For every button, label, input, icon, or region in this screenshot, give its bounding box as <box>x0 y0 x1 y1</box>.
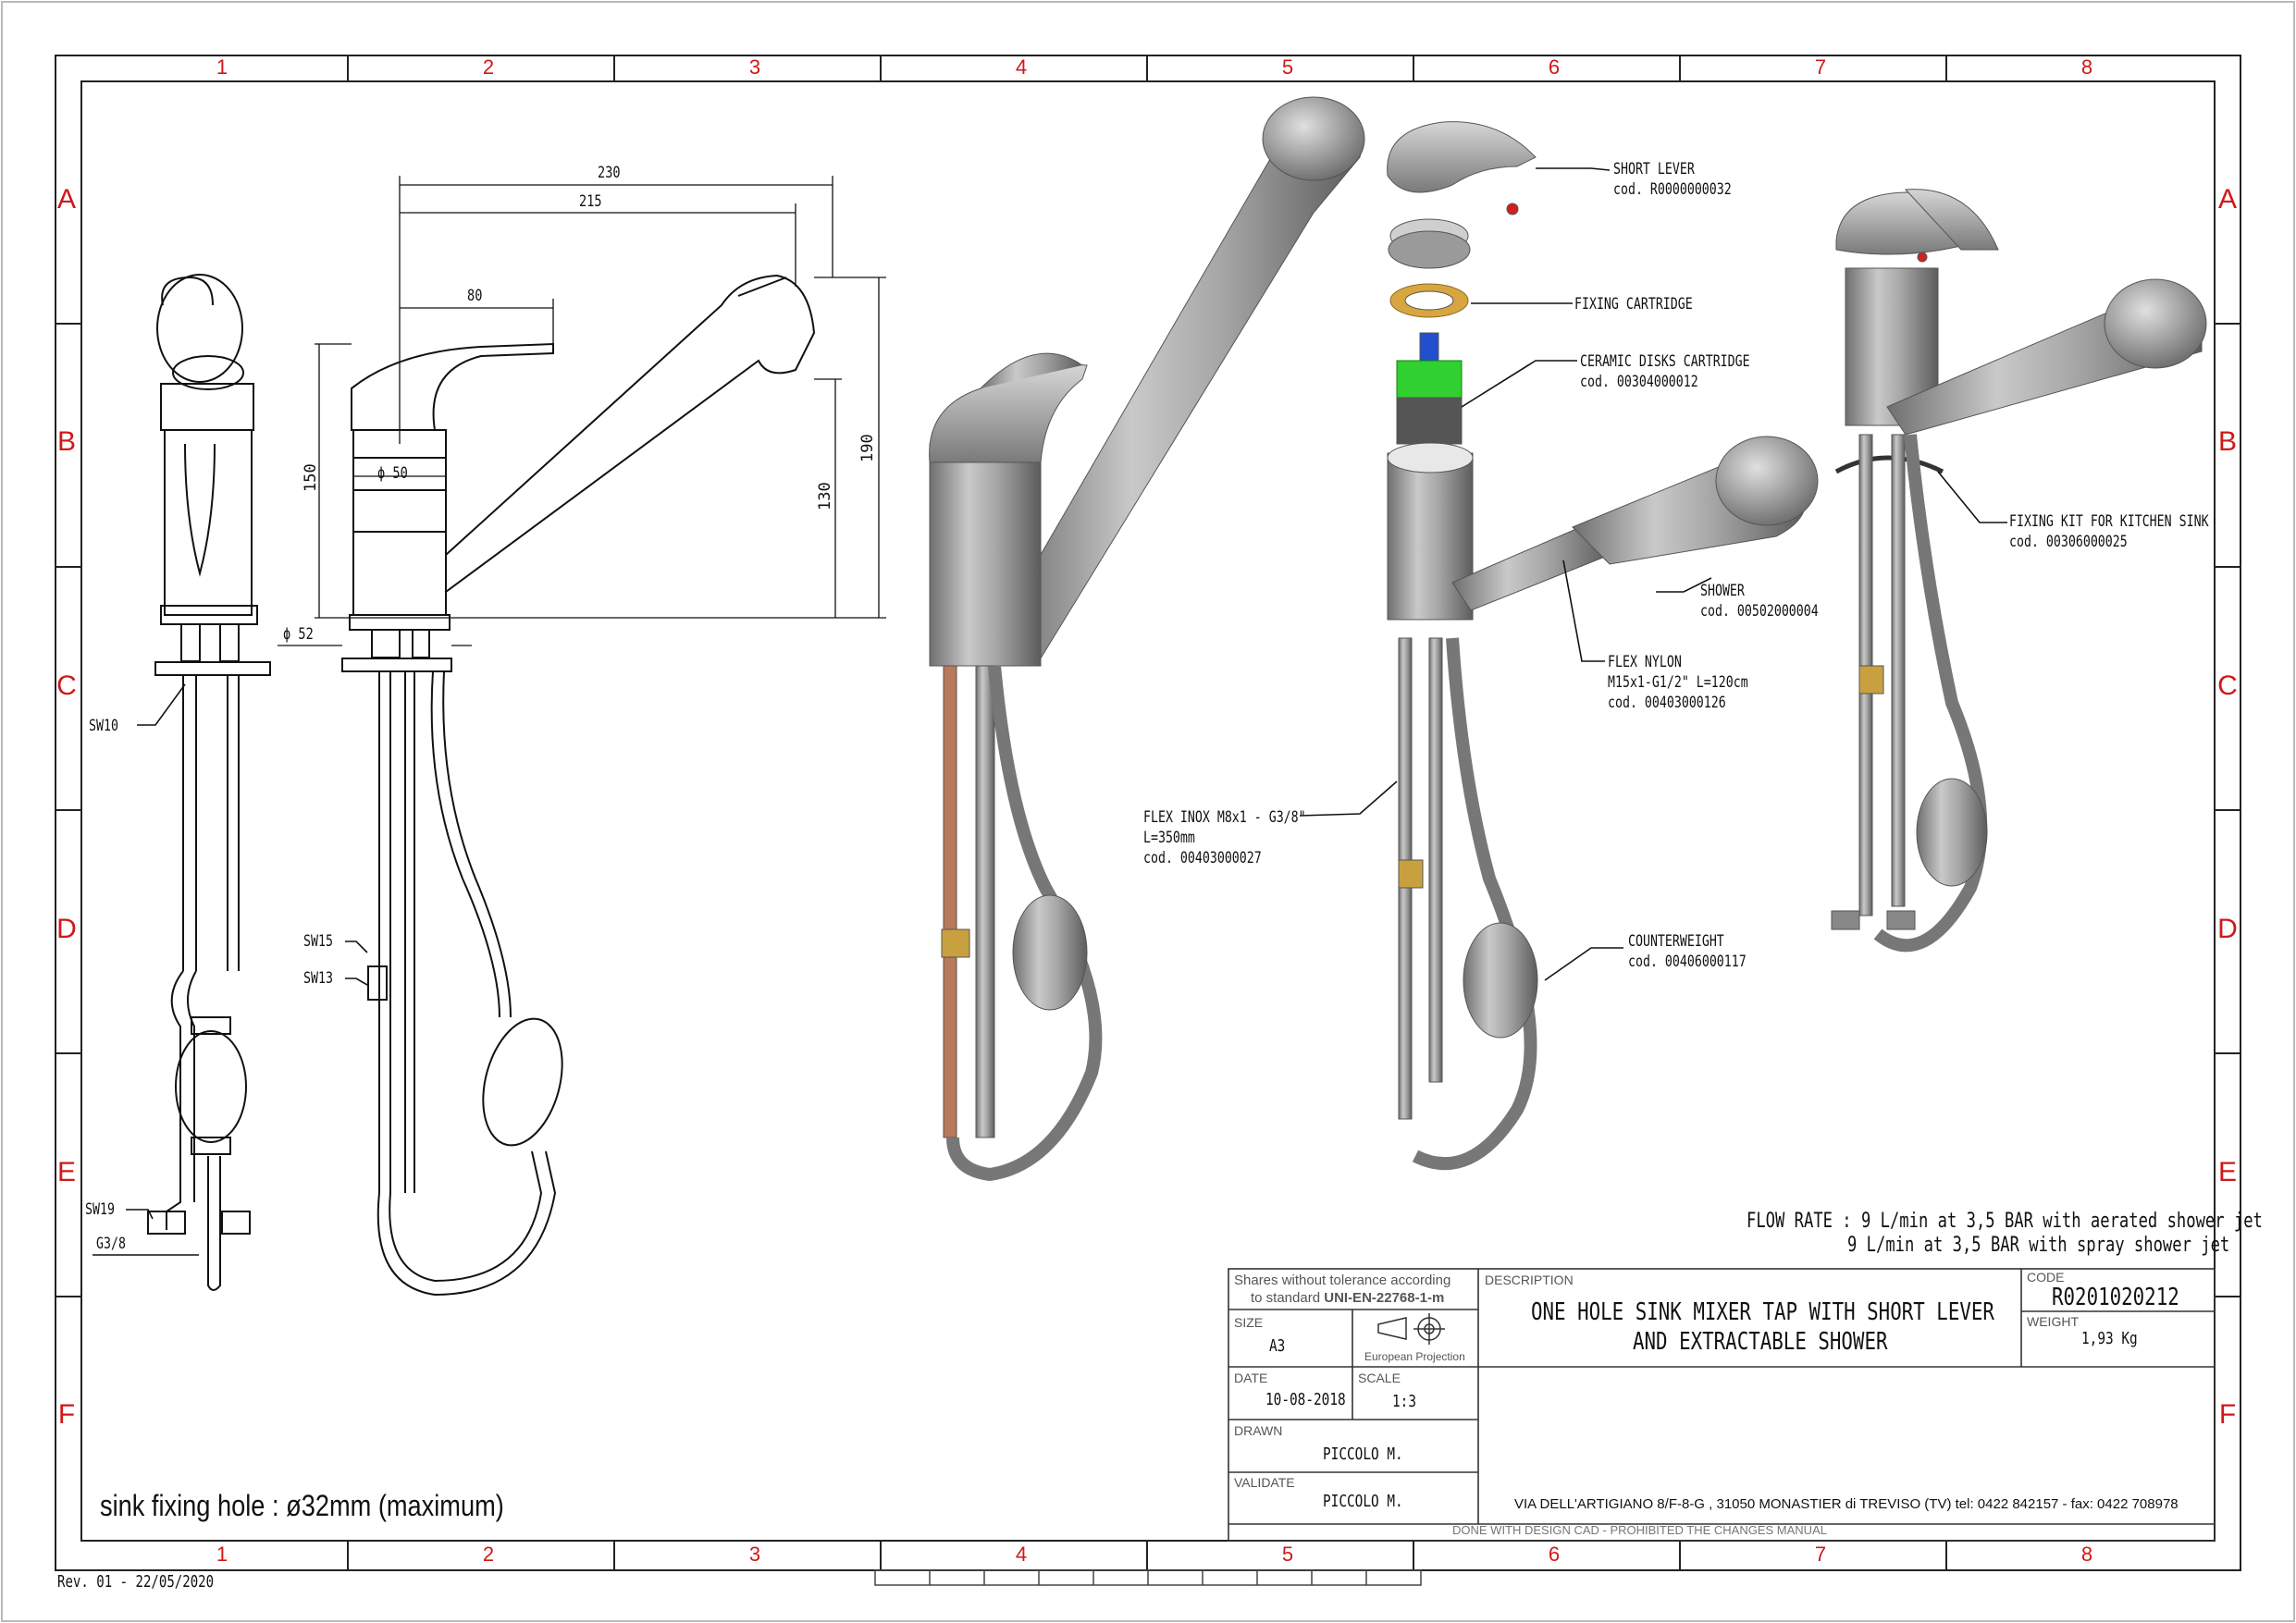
tolerance-standard: UNI-EN-22768-1-m <box>1324 1290 1445 1306</box>
grid-row-d: D <box>2217 914 2238 944</box>
projection-label: European Projection <box>1364 1350 1465 1363</box>
grid-row-f: F <box>57 1399 76 1430</box>
thread-label-g38: G3/8 <box>96 1235 126 1253</box>
date-label: DATE <box>1234 1371 1268 1385</box>
size-label: SIZE <box>1234 1315 1264 1330</box>
dimension-215: 215 <box>579 192 602 211</box>
title-block-footer: DONE WITH DESIGN CAD - PROHIBITED THE CH… <box>1452 1523 1827 1537</box>
description-label: DESCRIPTION <box>1485 1273 1574 1287</box>
leader-lines <box>93 167 2007 1256</box>
render-exploded-view <box>1387 121 1819 1171</box>
grid-col-1: 1 <box>216 1543 228 1566</box>
scale-value: 1:3 <box>1392 1392 1417 1411</box>
grid-row-f: F <box>2218 1399 2237 1430</box>
wrench-label-sw10: SW10 <box>89 717 118 735</box>
dimension-130: 130 <box>816 482 834 510</box>
grid-row-e: E <box>56 1157 77 1187</box>
code-value: R0201020212 <box>2052 1284 2179 1311</box>
size-value: A3 <box>1269 1336 1286 1356</box>
front-view-drawing <box>147 274 271 1291</box>
grid-col-4: 4 <box>1015 55 1028 79</box>
description-line-1: ONE HOLE SINK MIXER TAP WITH SHORT LEVER <box>1531 1298 1994 1326</box>
sink-fixing-note: sink fixing hole : ø32mm (maximum) <box>100 1489 504 1522</box>
grid-col-7: 7 <box>1814 1543 1827 1566</box>
grid-col-6: 6 <box>1548 1543 1561 1566</box>
wrench-label-sw19: SW19 <box>85 1200 115 1219</box>
dimension-80: 80 <box>467 287 483 305</box>
grid-col-6: 6 <box>1548 55 1561 79</box>
revision-label: Rev. 01 - 22/05/2020 <box>57 1572 215 1592</box>
tolerance-note-line-1: Shares without tolerance according <box>1234 1273 1451 1288</box>
wrench-label-sw15: SW15 <box>303 932 333 951</box>
company-address: VIA DELL'ARTIGIANO 8/F-8-G , 31050 MONAS… <box>1514 1496 2179 1512</box>
callout-fixing-cartridge: FIXING CARTRIDGE <box>1574 295 1693 314</box>
grid-col-2: 2 <box>482 55 495 79</box>
grid-row-a: A <box>56 184 77 215</box>
grid-col-3: 3 <box>748 1543 761 1566</box>
grid-col-8: 8 <box>2080 55 2093 79</box>
side-view-drawing <box>341 274 816 1297</box>
grid-row-c: C <box>56 670 77 701</box>
validate-value: PICCOLO M. <box>1323 1492 1403 1511</box>
grid-row-a: A <box>2217 184 2238 215</box>
scale-label: SCALE <box>1358 1371 1401 1385</box>
grid-col-7: 7 <box>1814 55 1827 79</box>
grid-col-8: 8 <box>2080 1543 2093 1566</box>
dimension-190: 190 <box>858 434 877 462</box>
grid-col-1: 1 <box>216 55 228 79</box>
tolerance-note-line-2: to standard UNI-EN-22768-1-m <box>1251 1290 1445 1306</box>
date-value: 10-08-2018 <box>1265 1390 1346 1409</box>
flow-rate-line-2: 9 L/min at 3,5 BAR with spray shower jet <box>1847 1234 2230 1257</box>
grid-col-2: 2 <box>482 1543 495 1566</box>
wrench-label-sw13: SW13 <box>303 969 333 988</box>
grid-row-e: E <box>2217 1157 2238 1187</box>
grid-row-d: D <box>56 914 77 944</box>
drawn-value: PICCOLO M. <box>1323 1445 1403 1464</box>
weight-value: 1,93 Kg <box>2081 1329 2138 1348</box>
grid-row-c: C <box>2217 670 2238 701</box>
projection-symbol <box>1377 1313 1445 1345</box>
dimension-150: 150 <box>302 463 320 492</box>
dimension-phi-52: ϕ 52 <box>283 625 314 644</box>
grid-col-3: 3 <box>748 55 761 79</box>
drawn-label: DRAWN <box>1234 1423 1283 1438</box>
grid-col-5: 5 <box>1281 1543 1294 1566</box>
grid-row-b: B <box>2217 426 2238 457</box>
code-label: CODE <box>2027 1270 2065 1285</box>
grid-col-5: 5 <box>1281 55 1294 79</box>
description-line-2: AND EXTRACTABLE SHOWER <box>1633 1328 1888 1356</box>
render-assembled-rear <box>1831 189 2207 953</box>
weight-label: WEIGHT <box>2027 1314 2079 1329</box>
dimension-230: 230 <box>598 164 621 182</box>
title-block-frame <box>1228 1268 2216 1542</box>
grid-row-b: B <box>56 426 77 457</box>
dimension-lines <box>278 176 886 646</box>
render-assembled-tap <box>929 96 1365 1182</box>
dimension-phi-50: ϕ 50 <box>377 464 408 483</box>
flow-rate-line-1: FLOW RATE : 9 L/min at 3,5 BAR with aera… <box>1747 1210 2263 1233</box>
validate-label: VALIDATE <box>1234 1475 1295 1490</box>
grid-col-4: 4 <box>1015 1543 1028 1566</box>
